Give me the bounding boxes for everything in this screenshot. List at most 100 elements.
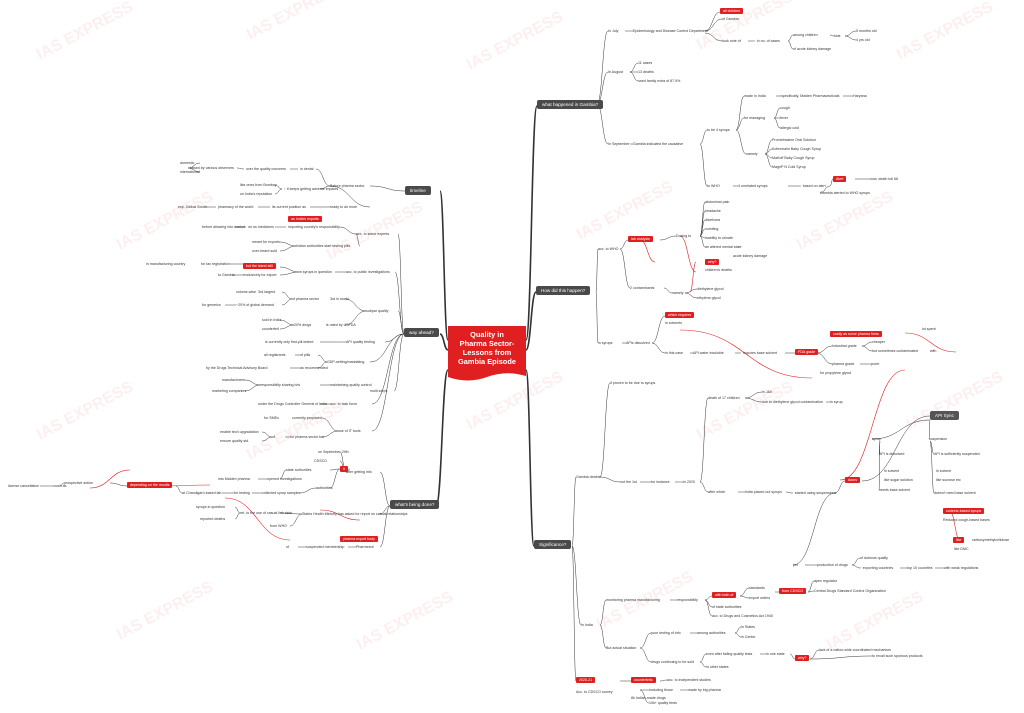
connector — [773, 117, 781, 129]
wh-cases: 11 cases — [638, 61, 653, 65]
sig-reduced-cough: Reduced cough-based bases — [943, 518, 990, 522]
wa-tax-reg: for tax registration — [201, 262, 230, 266]
connector — [525, 369, 535, 547]
connector — [834, 480, 846, 494]
connector — [379, 505, 391, 515]
connector — [699, 129, 708, 145]
connector — [734, 632, 742, 638]
connector — [949, 511, 961, 541]
connector — [861, 415, 931, 482]
connector — [773, 107, 781, 119]
connector — [571, 545, 577, 682]
branch-whats-done[interactable]: what's being done? — [390, 500, 440, 509]
connector — [379, 471, 391, 507]
branch-significance[interactable]: Significance? — [534, 540, 572, 549]
connector — [596, 30, 609, 105]
wa-third: 3rd in world — [330, 297, 349, 301]
tl-pharmacy: pharmacy of the world — [218, 205, 254, 209]
sig-export: export orders — [749, 596, 771, 600]
wd-red-pharmexcil: pharma export body — [340, 536, 378, 542]
connector — [704, 18, 723, 32]
wd-chandigarh: at Chandigarh-based lab — [182, 491, 222, 495]
tl-reputation: on India's reputation — [240, 192, 273, 196]
wa-maintaining: maintaining quality control — [330, 383, 372, 387]
how-with: with — [930, 349, 937, 353]
wh-in-july: In July — [608, 29, 619, 33]
wh-based-on-alert: ↑ based on alert — [800, 184, 826, 188]
sig-after-which: after which — [708, 490, 726, 494]
connector — [279, 319, 295, 326]
connector — [344, 310, 367, 326]
sig-dmc: like DMC — [954, 547, 969, 551]
wd-collected: collected syrup samples — [262, 491, 301, 495]
how-contaminants: 2 contaminants — [630, 286, 655, 290]
wh-allergic: allergic cold — [780, 126, 799, 130]
wa-multi-steps: multi-steps — [370, 389, 388, 393]
how-symptom-4: vomiting — [705, 227, 719, 231]
connector — [393, 333, 405, 392]
tl-like-ones: like ones from Bombay — [240, 183, 277, 187]
wh-syrup-1: Promethazine Oral Solution — [772, 138, 816, 142]
connector — [735, 117, 745, 131]
tl-raised-by: raised by various observers — [190, 166, 234, 170]
connector — [525, 291, 537, 351]
wa-of-pharma: of pharma sector — [292, 297, 319, 301]
branch-how[interactable]: How did this happen? — [536, 286, 591, 295]
connector — [435, 369, 449, 507]
wh-increase: ↑ in no. of cases — [754, 39, 780, 43]
sig-in-solvent-2: in solvent — [936, 469, 952, 473]
wh-syrup-4: MagriP N Cold Syrup — [772, 165, 806, 169]
wa-registrants: all registrants — [264, 353, 286, 357]
sig-one-state: in one state — [766, 652, 785, 656]
wa-counterfeit: counterfeit — [262, 327, 279, 331]
sig-needs-base: needs base solvent — [879, 488, 910, 492]
sig-quality-tests: 10k+ quality tests — [649, 701, 677, 705]
how-acc-who: acc. to WHO — [598, 247, 619, 251]
how-red-fda-grade: FDA grade — [795, 349, 819, 355]
connector — [344, 298, 367, 312]
connector — [261, 431, 273, 438]
connector — [861, 345, 873, 352]
connector — [439, 333, 449, 351]
central-topic[interactable]: Quality in Pharma Sector- Lessons from G… — [448, 326, 526, 384]
connector — [355, 233, 361, 247]
branch-way-ahead[interactable]: way ahead? — [404, 328, 439, 337]
connector — [244, 384, 261, 392]
wh-haryana: Haryana — [853, 94, 867, 98]
connector — [279, 324, 295, 330]
connector — [596, 103, 609, 145]
sig-in-2020: In 2020 — [683, 480, 695, 484]
connector — [764, 153, 773, 168]
how-red-why: why? — [705, 259, 720, 265]
wh-deaths: 13 deaths — [638, 70, 654, 74]
wh-unrelated: 4 unrelated syrups — [738, 184, 768, 188]
branch-what-happened[interactable]: what happened in Gambia? — [537, 100, 604, 109]
connector — [234, 512, 241, 520]
how-in-syrups: in syrups — [598, 341, 613, 345]
wa-generics: for generics — [202, 303, 221, 307]
wa-task-force: acc. to task force — [330, 402, 358, 406]
wh-to-who: to WHO — [707, 184, 720, 188]
branch-timeline[interactable]: timeline — [405, 186, 431, 195]
wa-over-heard: over-heard sold — [252, 249, 277, 253]
sig-api-suspended: API is sufficiently suspended — [934, 452, 980, 456]
wa-api-quality: API quality testing — [346, 340, 375, 344]
connector — [851, 564, 861, 569]
connector — [689, 261, 697, 293]
connector — [739, 595, 750, 599]
sig-yet: yet — [793, 563, 798, 567]
connector — [871, 419, 931, 440]
tl-domestic: domestic — [180, 161, 195, 165]
wa-global: ~20% of global demand — [236, 303, 274, 307]
connector — [321, 430, 339, 438]
sig-api-sync[interactable]: API Sync — [930, 411, 959, 420]
connector — [704, 11, 721, 32]
wa-subpar: subpar quality — [366, 309, 389, 313]
sig-gambia-deaths: Gambia deaths — [576, 475, 601, 479]
connector — [807, 590, 815, 593]
wa-dcgi: under the Drugs Controller General of In… — [258, 402, 327, 406]
how-propylene: for propylene glycol — [820, 371, 852, 375]
wh-cdc: Epidemiology and Disease Control Departm… — [633, 29, 708, 33]
wa-to-gambia: to Gambia — [218, 273, 235, 277]
connector — [785, 491, 793, 494]
